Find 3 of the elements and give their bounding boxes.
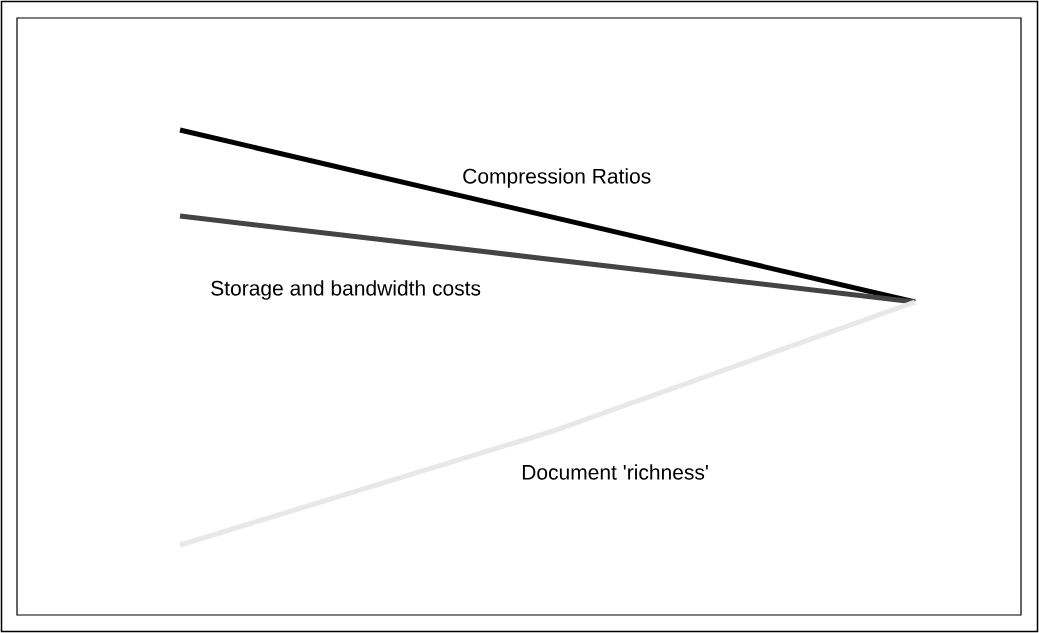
line-label: Compression Ratios: [463, 168, 651, 188]
line-label: Document 'richness': [522, 464, 708, 480]
line-label: Storage and bandwidth costs: [211, 280, 481, 300]
